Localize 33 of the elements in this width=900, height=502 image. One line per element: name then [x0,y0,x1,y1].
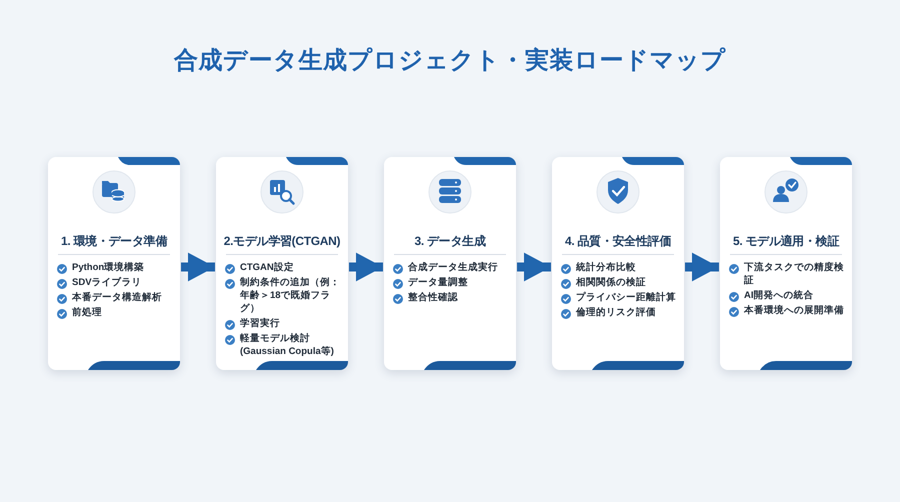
list-item: CTGAN設定 [240,261,295,274]
arrow [685,252,719,282]
list-item: 学習実行 [240,317,281,330]
list-item: 下流タスクでの精度検証 [744,261,845,287]
title: 合成データ生成プロジェクト・実装ロードマップ [172,46,727,76]
step-heading: 3. データ生成 [414,233,487,250]
list-item: 本番環境への展開準備 [744,304,845,317]
arrow [517,252,551,282]
list-item: 整合性確認 [408,291,459,304]
step-card [216,157,348,370]
step-heading: 4. 品質・安全性評価 [564,233,672,250]
list-item: 制約条件の追加（例：年齢＞18で既婚フラグ） [240,276,341,315]
step-card [48,157,180,370]
list-item: データ量調整 [408,276,469,289]
list-item: 軽量モデル検討(Gaussian Copula等) [240,332,335,358]
list-item: SDVライブラリ [72,276,143,289]
list-item: AI開発への統合 [744,289,814,302]
step-heading: 5. モデル適用・検証 [732,233,840,250]
list-item: 合成データ生成実行 [408,261,499,274]
step-heading: 1. 環境・データ準備 [60,233,168,250]
list-item: プライバシー距離計算 [576,291,677,304]
step-heading: 2.モデル学習(CTGAN) [222,233,342,250]
arrow [181,252,215,282]
list-item: 倫理的リスク評価 [576,306,657,319]
list-item: Python環境構築 [72,261,146,274]
arrow [349,252,383,282]
step-card [384,157,516,370]
list-item: 相関関係の検証 [576,276,647,289]
list-item: 前処理 [72,306,103,319]
step-card [720,157,852,370]
step-card [552,157,684,370]
list-item: 本番データ構造解析 [72,291,163,304]
list-item: 統計分布比較 [576,261,637,274]
